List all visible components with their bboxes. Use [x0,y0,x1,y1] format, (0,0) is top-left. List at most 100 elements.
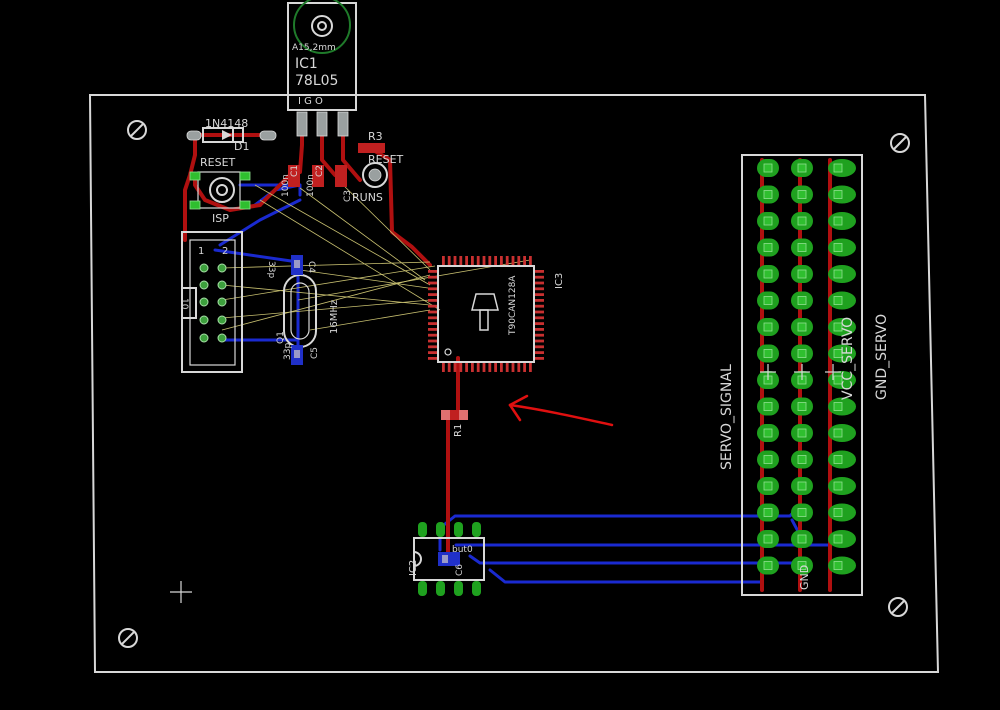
ic3-pin [465,362,468,372]
ic3-pin [534,287,544,291]
servo-pad-drill [763,163,773,173]
servo-pad-drill [833,375,843,385]
ic3-pin [459,256,463,266]
r1-resistor: R1 [441,410,468,437]
ic3-name-label: IC3 [554,273,565,289]
servo-pad-drill [833,349,843,358]
servo-pad-drill [833,243,843,252]
mounting-hole-icon [890,133,910,153]
q1-value-label: 16MHz [329,300,340,334]
ic3-pin [476,256,480,266]
ic3-pin [500,256,503,266]
ic3-pin [465,256,468,266]
servo-pad-drill [797,296,807,305]
ic3-pin [428,316,438,320]
ic3-pin [442,362,445,372]
ic3-pin [471,256,474,266]
reset-label: RESET [200,156,236,169]
mounting-hole-icon [118,628,138,648]
q1-name-label: Q1 [276,331,286,344]
ic3-pin [511,362,515,372]
ic2-name-label: IC2 [408,560,419,576]
isp-pin2-label: 2 [222,246,228,257]
ic3-pin [529,362,532,372]
ic3-pin [517,362,521,372]
vcc-servo-label: VCC_SERVO [840,317,856,400]
servo-pad-drill [763,428,773,438]
ic3-pin [428,281,438,285]
ic3-pin [428,304,438,308]
ic3-pin [482,362,486,372]
ic3-pin [428,339,438,343]
ic3-value-label: T90CAN128A [508,275,518,336]
ic3-pin [428,322,438,325]
c4-name-label: C4 [306,261,316,273]
cap-c3-label: C3 [343,190,353,202]
servo-pad-drill [833,534,843,544]
ic3-pin [471,362,474,372]
ic3-pin [523,362,526,372]
ic3-pin [534,275,544,279]
ic2-dip8: but0 IC2 C6 [408,522,485,596]
servo-pad-drill [833,296,843,305]
origin-cross-icon [170,581,192,603]
ic3-pin [517,256,521,266]
servo-pad-drill [797,243,807,252]
servo-pad-drill [833,269,843,279]
isp-pin1-label: 1 [198,246,204,257]
ic3-microcontroller: T90CAN128A IC3 [428,256,565,372]
ic3-pin [534,270,544,273]
servo-pad-drill [833,216,843,226]
servo-pad-drill [763,190,773,199]
servo-pad-drill [797,481,807,491]
ic1-pin-labels: I G O [298,96,323,107]
cap-c2-label: C2 [315,165,325,177]
servo-pad-drill [833,455,843,464]
ic3-pin [534,351,544,354]
servo-pad-drill [797,402,807,411]
ic3-pin [534,310,544,314]
servo-pad-drill [797,349,807,358]
ic3-pin [428,357,438,360]
servo-pad-drill [797,322,807,332]
servo-pad-drill [833,561,843,570]
r1-name-label: R1 [453,424,464,437]
d1-value-label: 1N4148 [205,117,248,130]
servo-pad-drill [763,243,773,252]
servo-pad-drill [797,269,807,279]
servo-pad-drill [797,508,807,517]
ic1-regulator: A15,2mm IC1 78L05 I G O [287,0,357,137]
servo-pad-drill [763,322,773,332]
ic3-pin [447,256,451,266]
cap-100n-b-label: 100n [306,174,316,197]
servo-pad-drill [797,190,807,199]
ic3-pin [534,304,544,308]
isp-header: 1 2 10 [179,231,243,373]
servo-pad-drill [797,428,807,438]
ic3-pin [500,362,503,372]
reset-switch: RESET ISP [189,156,251,225]
servo-pad-drill [797,216,807,226]
gnd-servo-label: GND_SERVO [874,314,890,400]
ic3-pin [505,362,509,372]
gnd-label: GND [798,565,811,590]
ic3-pin [442,256,445,266]
ic3-pin [494,256,497,266]
ic3-pin [505,256,509,266]
decoupling-caps: 100n 100n C1 C2 C3 [281,165,353,202]
ic3-pin [534,333,544,337]
ic3-pin [529,256,532,266]
ic3-pin [476,362,480,372]
isp-label: ISP [212,212,229,225]
ic3-pin [488,256,492,266]
runs-label: RUNS [352,191,383,204]
servo-pad-drill [797,455,807,464]
c5-value-label: 33p [283,343,293,360]
ic3-pin [459,362,463,372]
servo-pad-drill [797,163,807,173]
servo-pad-drill [763,269,773,279]
bottom-traces [213,183,832,584]
servo-pad-drill [833,322,843,332]
servo-pad-drill [763,216,773,226]
servo-signal-label: SERVO_SIGNAL [719,364,735,470]
